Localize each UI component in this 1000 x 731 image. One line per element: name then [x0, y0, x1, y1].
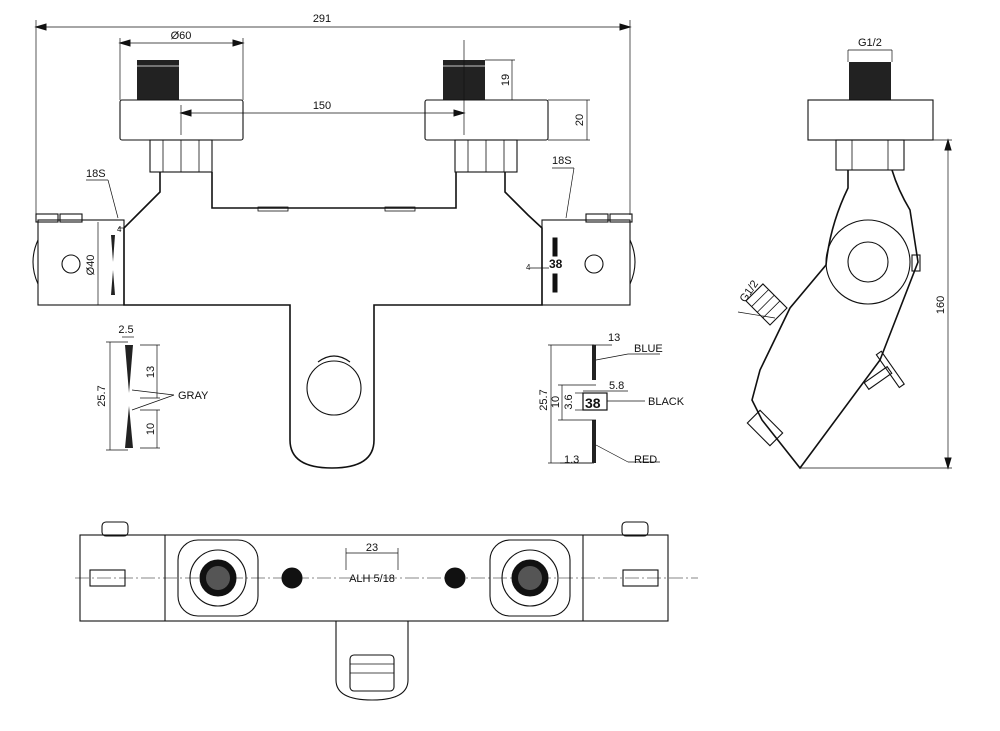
bottom-label: ALH 5/18	[349, 573, 395, 585]
right-screw-hole	[584, 254, 604, 274]
dim-side-height: 160	[935, 296, 947, 314]
valve-body-outline	[123, 172, 543, 469]
left-thread-stem	[137, 60, 179, 100]
detail-right-digit-height: 3.6	[563, 394, 575, 409]
detail-right-top: 13	[608, 332, 620, 344]
left-mount-hole	[281, 567, 303, 589]
dim-knob-height: 20	[574, 114, 586, 126]
right-mount-hole	[444, 567, 466, 589]
detail-left-top: 13	[145, 366, 157, 378]
side-thread-stem	[849, 62, 891, 100]
dim-side-thread: G1/2	[858, 37, 882, 49]
right-inlet-block	[424, 99, 549, 141]
red-label: RED	[634, 454, 657, 466]
dim-body-diameter: Ø40	[85, 255, 97, 276]
blue-label: BLUE	[634, 343, 663, 355]
dim-bottom-spacing: 23	[366, 542, 378, 554]
detail-right-marking: 38	[585, 395, 601, 411]
dim-thread-height: 19	[500, 74, 512, 86]
black-label: BLACK	[648, 396, 685, 408]
bottom-body	[79, 534, 669, 622]
spout-outlet	[306, 360, 362, 416]
left-screw-hole	[61, 254, 81, 274]
wrench-left-label: 18S	[86, 168, 106, 180]
detail-left-total: 25.7	[96, 385, 108, 406]
detail-right-bottom-offset: 1.3	[564, 454, 579, 466]
dim-small-right: 4	[526, 263, 531, 272]
detail-left-bottom: 10	[145, 423, 157, 435]
left-end-cap	[37, 219, 125, 306]
dim-knob-diameter: Ø60	[171, 30, 192, 42]
dim-small-left: 4	[117, 225, 122, 234]
detail-left-width: 2.5	[118, 324, 133, 336]
dim-inlet-spacing: 150	[313, 100, 331, 112]
gray-label: GRAY	[178, 390, 209, 402]
temp-digit-box	[582, 392, 608, 411]
bottom-view: 23 ALH 5/18	[75, 521, 698, 701]
dim-overall-width: 291	[313, 13, 331, 25]
detail-right-total: 25.7	[538, 389, 550, 410]
side-inlet-block	[807, 99, 934, 141]
side-body-outline	[751, 169, 919, 470]
detail-right-mid: 10	[550, 396, 562, 408]
wrench-right-label: 18S	[552, 155, 572, 167]
gray-marking-detail: 2.5 25.7 13 10 GRAY	[96, 324, 209, 451]
left-inlet-block	[119, 99, 244, 141]
color-marking-detail: 13 25.7 10 3.6 5.8 38 BLACK BLUE RED 1.3	[538, 332, 685, 466]
right-temp-marking: 38	[549, 257, 563, 271]
detail-right-digit-width: 5.8	[609, 380, 624, 392]
front-view: 291 Ø60 19 150 20	[32, 13, 636, 469]
side-view: G1/2 G1/2	[738, 37, 952, 470]
left-indicator-mark	[111, 235, 115, 262]
